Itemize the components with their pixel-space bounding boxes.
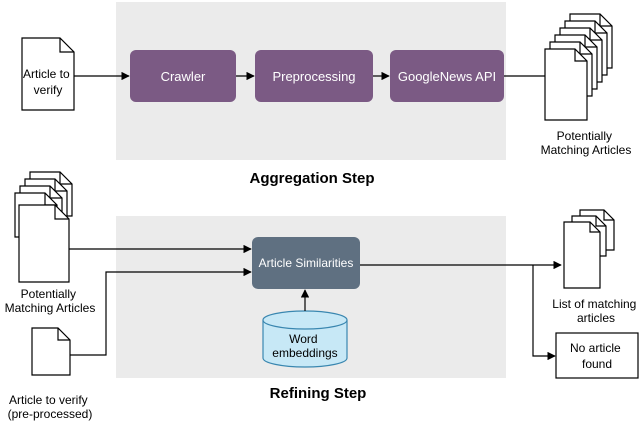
potentially-matching-input-stack (14, 171, 73, 283)
article-preprocessed-doc (31, 327, 71, 376)
preprocessing-box (255, 50, 373, 102)
googlenews-api-box (390, 50, 504, 102)
article-similarities-box (252, 237, 360, 289)
no-article-found-label: No article found (570, 341, 624, 371)
crawler-label: Crawler (161, 69, 206, 84)
svg-text:Article to verify: Article to verify (23, 67, 73, 97)
article-to-verify-doc: Article to verify (21, 37, 75, 111)
potentially-matching-label-left: Potentially Matching Articles (5, 287, 96, 315)
article-similarities-label: Article Similarities (259, 256, 354, 270)
word-embeddings-label: Word embeddings (272, 332, 337, 360)
aggregation-step-title: Aggregation Step (249, 170, 374, 187)
word-embeddings-database (262, 310, 348, 368)
arrow-to-no-article (532, 265, 556, 361)
article-to-verify-line2: verify (34, 83, 63, 97)
article-to-verify-line1: Article to (23, 67, 70, 81)
arrow-article-to-similarities (70, 267, 252, 356)
matching-articles-list-stack (563, 209, 615, 289)
crawler-box (130, 50, 236, 102)
article-preprocessed-label: Article to verify (pre-processed) (8, 393, 93, 421)
preprocessing-label: Preprocessing (272, 69, 355, 84)
refining-step-title: Refining Step (270, 385, 367, 402)
potentially-matching-label-top: Potentially Matching Articles (541, 129, 632, 157)
no-article-found-box (555, 332, 639, 379)
matching-list-label: List of matching articles (552, 297, 639, 325)
googlenews-api-label: GoogleNews API (398, 69, 496, 84)
potentially-matching-articles-stack (544, 13, 613, 121)
